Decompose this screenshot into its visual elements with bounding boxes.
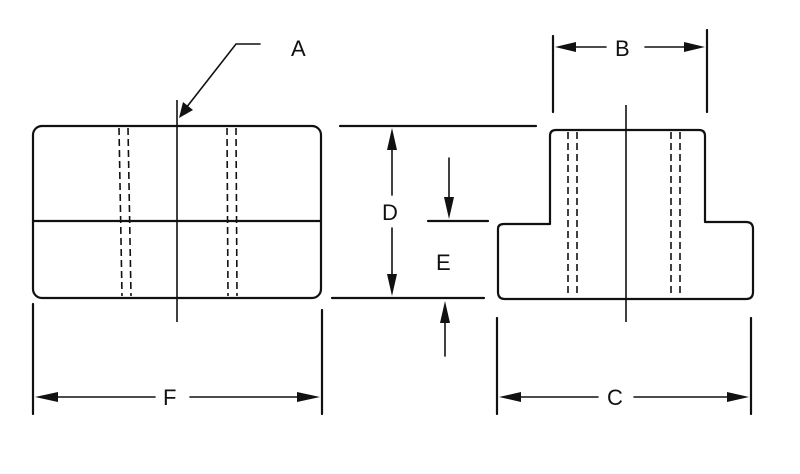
dim-c-arrow-left [499, 392, 521, 402]
dim-b-arrow-right [684, 42, 705, 52]
dimension-d: D [330, 124, 538, 300]
front-hidden-line-3 [226, 127, 229, 297]
front-hidden-line-4 [235, 127, 238, 297]
label-f: F [163, 385, 176, 410]
dimension-b: B [551, 28, 709, 114]
front-hidden-line-2 [127, 127, 132, 297]
dim-c-arrow-right [727, 392, 749, 402]
dim-e-arrow-bottom [440, 301, 450, 323]
label-c: C [607, 385, 623, 410]
leader-a: A [179, 36, 306, 118]
side-view [496, 105, 755, 322]
dim-f-arrow-right [297, 392, 320, 402]
front-hidden-line-1 [118, 127, 123, 297]
leader-a-line [185, 43, 261, 109]
dim-f-arrow-left [35, 392, 58, 402]
leader-a-arrowhead [179, 102, 193, 118]
label-a: A [291, 36, 306, 61]
label-d: D [382, 200, 398, 225]
side-view-outline [496, 128, 755, 301]
label-b: B [615, 36, 630, 61]
label-e: E [436, 250, 451, 275]
dim-d-arrow-top [387, 128, 397, 150]
dim-d-arrow-bottom [387, 274, 397, 296]
dim-e-arrow-top [444, 197, 454, 219]
dimension-f: F [31, 302, 324, 416]
dimension-c: C [495, 316, 753, 416]
dimension-e: E [426, 157, 490, 357]
front-view [31, 100, 323, 322]
dim-b-arrow-left [555, 42, 576, 52]
